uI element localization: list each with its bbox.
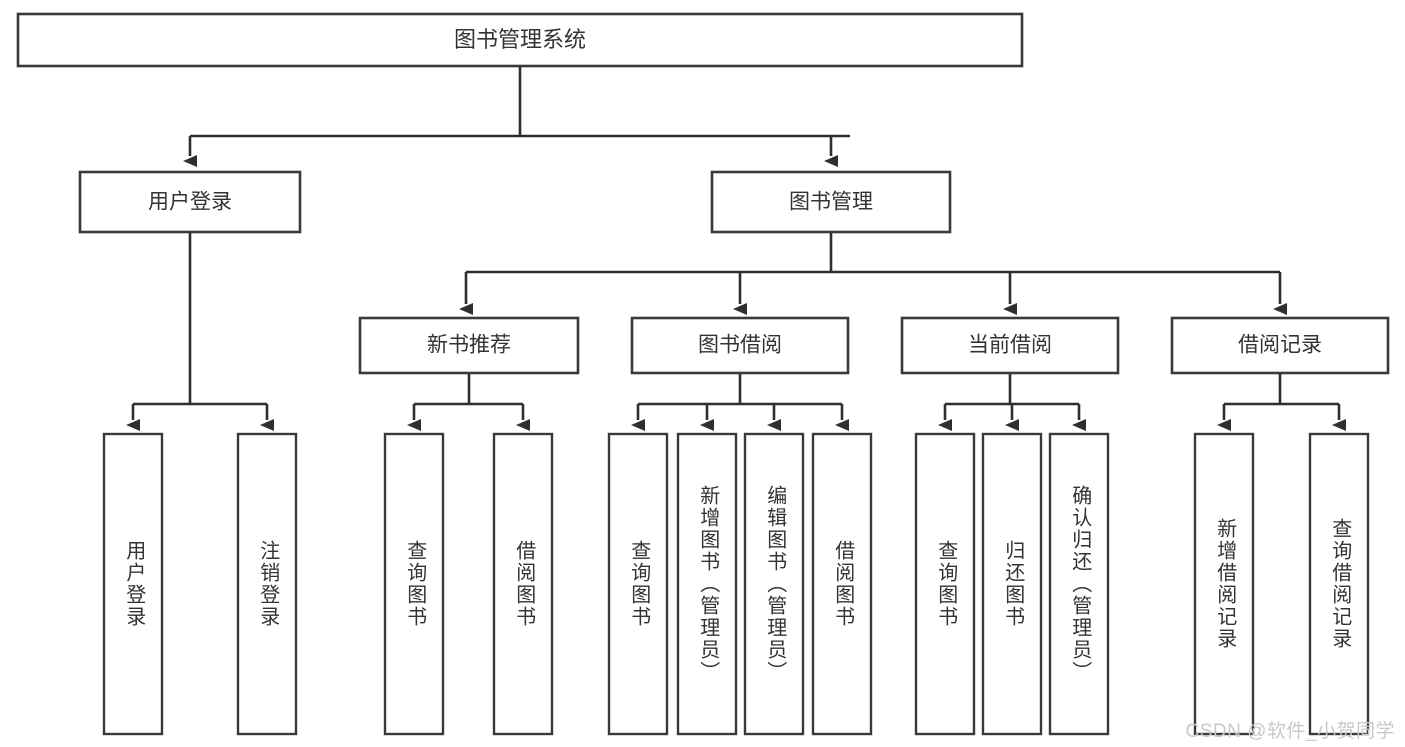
leaf-user-login-login[interactable]: 用户登录 [102, 432, 164, 736]
leaf-borrow-add-label: 新增图书（管理员） [697, 485, 720, 683]
leaf-borrow-add[interactable]: 新增图书（管理员） [676, 432, 738, 736]
node-current-borrow[interactable]: 当前借阅 [900, 316, 1120, 375]
leaf-newbook-query-label: 查询图书 [404, 540, 427, 628]
leaf-borrow-edit-label: 编辑图书（管理员） [764, 485, 787, 683]
leaf-current-confirm-return[interactable]: 确认归还（管理员） [1048, 432, 1110, 736]
leaf-current-return[interactable]: 归还图书 [981, 432, 1043, 736]
connector-bookmgmt-to-level3 [459, 232, 1287, 315]
leaf-record-query-label: 查询借阅记录 [1329, 518, 1352, 650]
node-root[interactable]: 图书管理系统 [16, 12, 1024, 68]
node-book-borrow-label: 图书借阅 [698, 334, 782, 357]
connector-userlogin-to-leaves [126, 232, 274, 431]
leaf-borrow-query-label: 查询图书 [628, 540, 651, 628]
leaf-newbook-borrow[interactable]: 借阅图书 [492, 432, 554, 736]
node-root-label: 图书管理系统 [454, 27, 586, 52]
leaf-borrow-edit[interactable]: 编辑图书（管理员） [743, 432, 805, 736]
node-user-login[interactable]: 用户登录 [78, 170, 302, 234]
leaf-current-confirm-return-label: 确认归还（管理员） [1069, 485, 1092, 683]
leaf-user-login-logout[interactable]: 注销登录 [236, 432, 298, 736]
node-book-management-label: 图书管理 [789, 191, 873, 214]
leaf-record-add-label: 新增借阅记录 [1214, 518, 1237, 650]
node-book-management[interactable]: 图书管理 [710, 170, 952, 234]
leaf-borrow-borrow-label: 借阅图书 [832, 540, 855, 628]
node-borrow-record-label: 借阅记录 [1238, 334, 1322, 357]
node-user-login-label: 用户登录 [148, 191, 232, 214]
leaf-current-query[interactable]: 查询图书 [914, 432, 976, 736]
leaf-user-login-login-label: 用户登录 [123, 540, 146, 628]
connector-current-to-leaves [938, 373, 1086, 431]
leaf-newbook-borrow-label: 借阅图书 [513, 540, 536, 628]
leaf-borrow-query[interactable]: 查询图书 [607, 432, 669, 736]
leaf-newbook-query[interactable]: 查询图书 [383, 432, 445, 736]
node-new-book-recommend-label: 新书推荐 [427, 334, 511, 357]
csdn-watermark: CSDN @软件_小贺同学 [1185, 721, 1395, 742]
leaf-current-query-label: 查询图书 [935, 540, 958, 628]
leaf-current-return-label: 归还图书 [1002, 540, 1025, 628]
connector-borrow-to-leaves [631, 373, 849, 431]
leaf-record-query[interactable]: 查询借阅记录 [1308, 432, 1370, 736]
connector-root-to-level2 [183, 66, 850, 167]
node-borrow-record[interactable]: 借阅记录 [1170, 316, 1390, 375]
node-new-book-recommend[interactable]: 新书推荐 [358, 316, 580, 375]
leaf-record-add[interactable]: 新增借阅记录 [1193, 432, 1255, 736]
leaf-borrow-borrow[interactable]: 借阅图书 [811, 432, 873, 736]
connector-record-to-leaves [1217, 373, 1346, 431]
leaf-user-login-logout-label: 注销登录 [257, 540, 280, 628]
connector-newbook-to-leaves [407, 373, 530, 431]
node-book-borrow[interactable]: 图书借阅 [630, 316, 850, 375]
node-current-borrow-label: 当前借阅 [968, 334, 1052, 357]
